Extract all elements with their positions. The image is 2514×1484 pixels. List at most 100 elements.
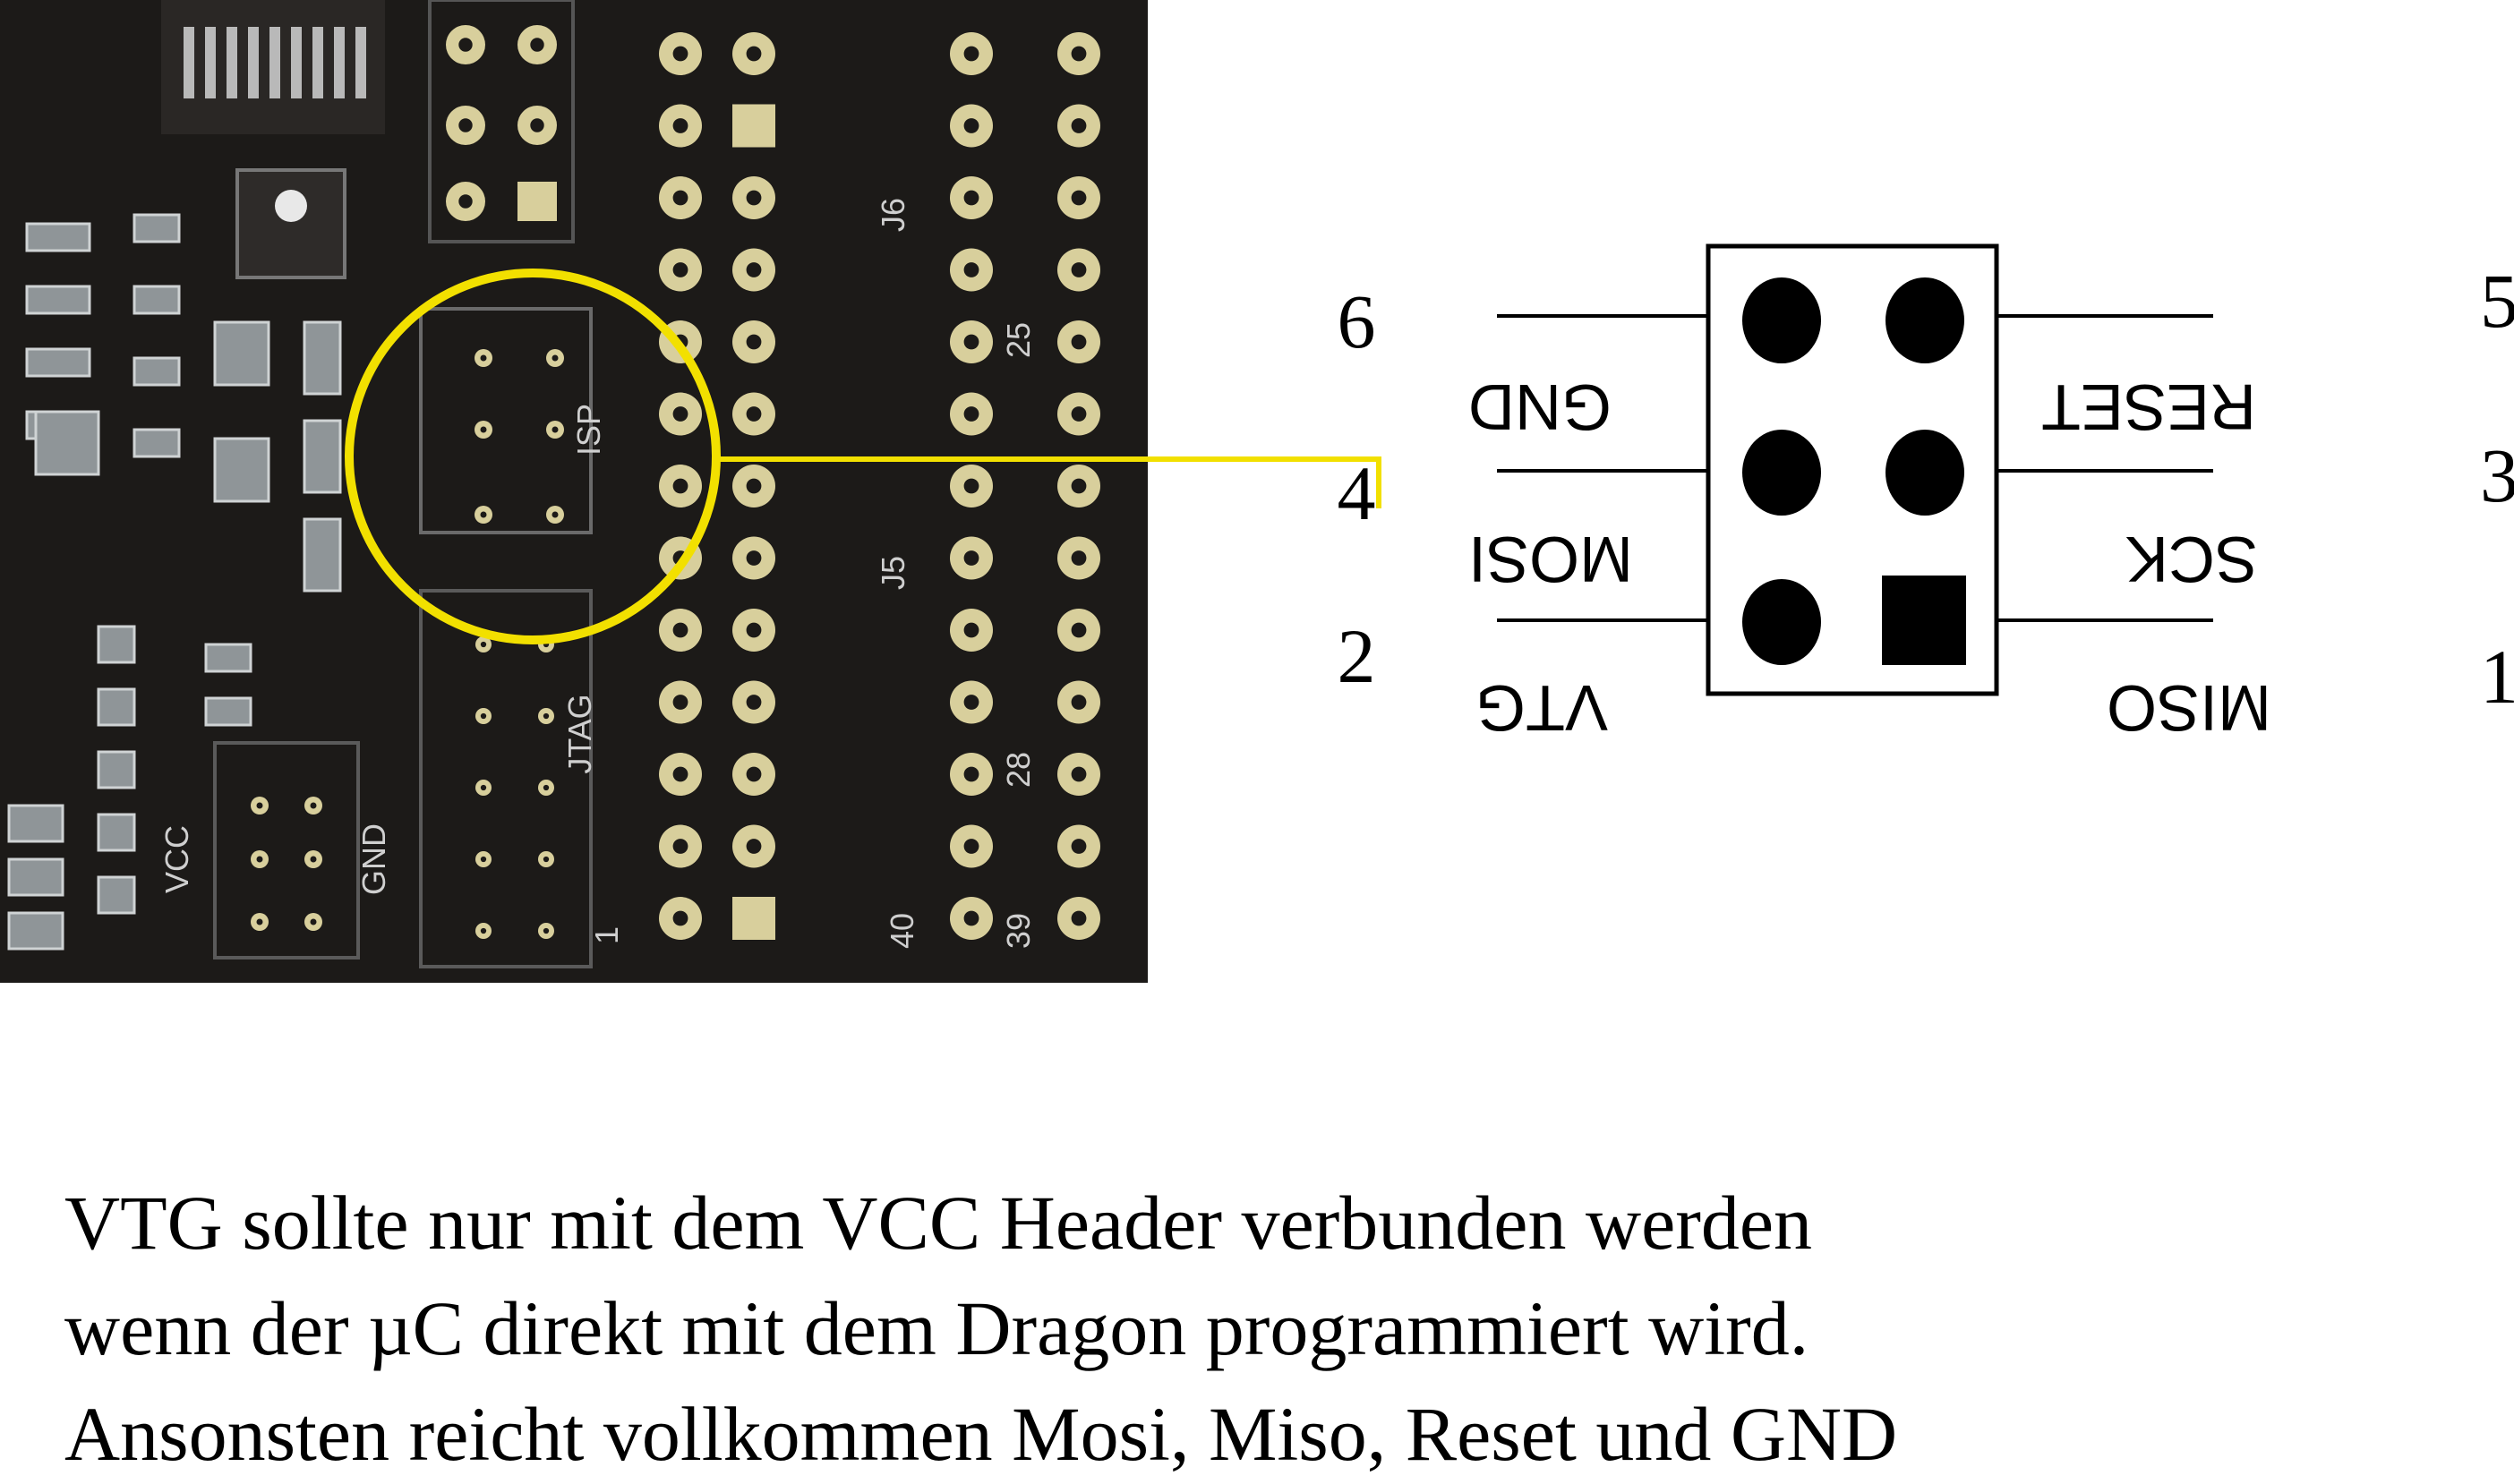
pin-4 (1742, 430, 1821, 516)
smd-part (134, 215, 179, 242)
pcb-pad-hole (747, 623, 762, 638)
pin-number-2: 2 (1338, 613, 1376, 699)
pcb-silkscreen-label: VCC (158, 825, 195, 893)
pcb-pad-hole (481, 857, 486, 862)
pcb-pad-hole (257, 803, 263, 809)
pcb-pad-hole (311, 803, 317, 809)
caption-line-3: Ansonsten reicht vollkommen Mosi, Miso, … (64, 1384, 1897, 1484)
pcb-pad-hole (673, 479, 688, 494)
chip-leg (291, 27, 302, 98)
pcb-pad-hole (747, 406, 762, 422)
pcb-pad-hole (747, 479, 762, 494)
pin-number-5: 5 (2480, 258, 2514, 344)
pcb-pad-hole (458, 118, 472, 132)
pcb-square-part (237, 170, 345, 277)
pcb-silkscreen-label: 25 (1000, 322, 1037, 358)
pcb-pad-hole (1072, 335, 1087, 350)
pcb-pad-hole (747, 191, 762, 206)
pcb-pad-hole (673, 839, 688, 854)
pcb-pad-hole (1072, 118, 1087, 133)
pcb-pad-hole (1072, 406, 1087, 422)
smd-part (304, 421, 340, 492)
pcb-silkscreen-label: ISP (570, 404, 607, 456)
pcb-led (275, 190, 307, 222)
pcb-pad-hole (964, 406, 979, 422)
chip-leg (248, 27, 259, 98)
pcb-silkscreen-label: GND (355, 823, 392, 895)
smd-part (134, 430, 179, 456)
smd-part (134, 358, 179, 385)
chip-leg (334, 27, 345, 98)
smd-part (9, 913, 63, 949)
pcb-pad-hole (1072, 47, 1087, 62)
caption-line-2: wenn der µC direkt mit dem Dragon progra… (64, 1278, 1809, 1378)
pcb-pad-hole (747, 767, 762, 782)
label-vtg: VTG (1475, 671, 1608, 743)
pcb-pad-hole (964, 262, 979, 277)
pcb-silkscreen-label: JTAG (561, 694, 598, 773)
chip-legs (184, 27, 366, 98)
pcb-pad-hole (964, 695, 979, 710)
pcb-pad-hole (964, 839, 979, 854)
pin-number-4: 4 (1338, 450, 1376, 536)
smd-part (9, 859, 63, 895)
smd-part (27, 224, 90, 251)
smd-part (27, 286, 90, 313)
pcb-pad-hole (673, 191, 688, 206)
pcb-pad-hole (481, 355, 487, 362)
smd-part (215, 322, 269, 385)
pcb-pad-hole (543, 857, 549, 862)
chip-leg (269, 27, 280, 98)
label-reset: RESET (2041, 371, 2256, 442)
pin-6 (1742, 277, 1821, 363)
pin-2 (1742, 579, 1821, 665)
smd-part (98, 877, 134, 913)
chip-leg (227, 27, 237, 98)
pcb-pad-hole (673, 623, 688, 638)
smd-part (304, 322, 340, 394)
chip-leg (184, 27, 194, 98)
pin-number-6: 6 (1338, 278, 1376, 364)
pcb-pad-hole (964, 118, 979, 133)
chip-leg (355, 27, 366, 98)
pcb-pad-hole (552, 427, 559, 433)
pcb-pad-hole (1072, 623, 1087, 638)
pcb-pad-hole (1072, 191, 1087, 206)
pcb-pad-hole (311, 919, 317, 925)
pcb-pad-hole (458, 194, 472, 208)
pcb-pad-hole (964, 47, 979, 62)
smd-part (9, 806, 63, 841)
pcb-pad-hole (964, 335, 979, 350)
pcb-pad-hole (673, 262, 688, 277)
pin-number-3: 3 (2480, 432, 2514, 518)
pcb-pad-hole (673, 911, 688, 926)
pcb-pad-hole (747, 839, 762, 854)
smd-part (36, 412, 98, 474)
pcb-silkscreen-label: 40 (884, 913, 920, 949)
pcb-silkscreen-label: J5 (875, 556, 911, 590)
pcb-pad-hole (747, 47, 762, 62)
pcb-pad-hole (673, 118, 688, 133)
pcb-pad-hole (1072, 550, 1087, 566)
label-sck: SCK (2125, 523, 2258, 594)
pcb-pad-hole (257, 857, 263, 863)
pcb-pad-hole (311, 857, 317, 863)
label-gnd: GND (1468, 371, 1612, 442)
caption-line-1: VTG sollte nur mit dem VCC Header verbun… (64, 1173, 1812, 1273)
smd-part (304, 519, 340, 591)
pcb-pad-hole (673, 47, 688, 62)
pcb-pad-hole (530, 118, 543, 132)
smd-part (134, 286, 179, 313)
pin-5 (1886, 277, 1964, 363)
pcb-silkscreen-label: 28 (1000, 752, 1037, 788)
pcb-pad-hole (964, 911, 979, 926)
smd-part (206, 644, 251, 671)
smd-part (98, 627, 134, 662)
pcb-silkscreen-label: J6 (875, 198, 911, 232)
pcb-pad-hole (481, 928, 486, 934)
pcb-pad-hole (1072, 479, 1087, 494)
smd-part (215, 439, 269, 501)
pcb-pad-hole (1072, 262, 1087, 277)
pcb-pad-hole (481, 512, 487, 518)
